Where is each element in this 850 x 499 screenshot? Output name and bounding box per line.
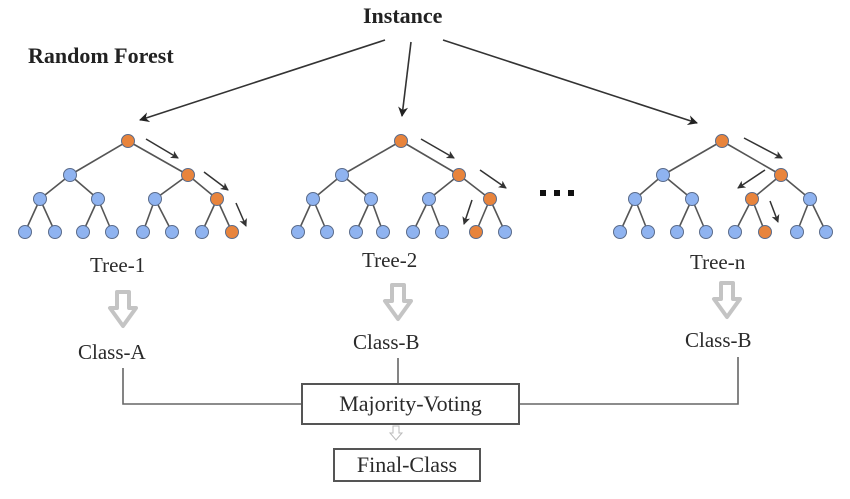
decision-path-arrow [769, 200, 780, 223]
level1-node [181, 168, 195, 182]
instance-arrow-tree-2 [398, 41, 412, 117]
leaf-node [469, 225, 483, 239]
level2-node [483, 192, 497, 206]
tree-label-n: Tree-n [690, 250, 746, 274]
root-node [715, 134, 729, 148]
level1-node [656, 168, 670, 182]
root-node [394, 134, 408, 148]
tree-edge [400, 140, 460, 176]
tree-label-2: Tree-2 [362, 248, 418, 272]
level2-node [364, 192, 378, 206]
leaf-node [195, 225, 209, 239]
decision-path-arrow [737, 169, 766, 189]
leaf-node [165, 225, 179, 239]
leaf-node [670, 225, 684, 239]
leaf-node [699, 225, 713, 239]
class-label-2: Class-B [353, 330, 420, 354]
level2-node [422, 192, 436, 206]
leaf-node [320, 225, 334, 239]
level1-node [63, 168, 77, 182]
level2-node [148, 192, 162, 206]
leaf-node [728, 225, 742, 239]
leaf-node [18, 225, 32, 239]
decision-path-arrow [145, 138, 179, 159]
level2-node [33, 192, 47, 206]
level2-node [803, 192, 817, 206]
tree-1 [18, 134, 247, 239]
leaf-node [376, 225, 390, 239]
leaf-node [498, 225, 512, 239]
leaf-node [435, 225, 449, 239]
connector-tree-1 [122, 368, 301, 405]
level2-node [210, 192, 224, 206]
leaf-node [613, 225, 627, 239]
tree-edge [69, 140, 129, 176]
decision-path-arrow [420, 138, 455, 159]
level2-node [628, 192, 642, 206]
level1-node [452, 168, 466, 182]
tree-3 [613, 134, 833, 239]
decision-path-arrow [235, 202, 247, 227]
tree-label-1: Tree-1 [90, 253, 146, 277]
final-class-box: Final-Class [333, 448, 481, 482]
connector-tree-n [520, 357, 739, 405]
level2-node [306, 192, 320, 206]
leaf-node [105, 225, 119, 239]
tree-edge [341, 140, 402, 176]
leaf-node [225, 225, 239, 239]
leaf-node [758, 225, 772, 239]
leaf-node [641, 225, 655, 239]
leaf-node [136, 225, 150, 239]
decision-path-arrow [203, 171, 229, 191]
decision-path-arrow [462, 199, 473, 225]
level1-node [335, 168, 349, 182]
leaf-node [48, 225, 62, 239]
level2-node [91, 192, 105, 206]
tree-edge [127, 140, 189, 176]
tree-edge [662, 140, 723, 176]
leaf-node [819, 225, 833, 239]
level1-node [774, 168, 788, 182]
instance-arrow-tree-1 [139, 39, 386, 122]
tree-edge [721, 140, 782, 176]
instance-label: Instance [363, 3, 443, 28]
down-arrow-icon [108, 290, 138, 328]
final-arrow [388, 425, 404, 441]
diagram-title: Random Forest [28, 43, 174, 68]
decision-path-arrow [479, 169, 507, 189]
ellipsis-dots [540, 190, 574, 196]
decision-path-arrow [743, 137, 783, 159]
leaf-node [291, 225, 305, 239]
class-label-n: Class-B [685, 328, 752, 352]
leaf-node [349, 225, 363, 239]
class-label-1: Class-A [78, 340, 146, 364]
instance-arrows [139, 39, 698, 125]
leaf-node [406, 225, 420, 239]
leaf-node [76, 225, 90, 239]
level2-node [745, 192, 759, 206]
root-node [121, 134, 135, 148]
trees-layer [18, 134, 833, 239]
instance-arrow-tree-n [442, 39, 698, 125]
majority-voting-box: Majority-Voting [301, 383, 520, 425]
fat-arrows [108, 281, 742, 328]
down-arrow-icon [383, 283, 413, 321]
tree-2 [291, 134, 512, 239]
leaf-node [790, 225, 804, 239]
level2-node [685, 192, 699, 206]
voting-connectors [122, 357, 739, 405]
down-arrow-icon [712, 281, 742, 319]
